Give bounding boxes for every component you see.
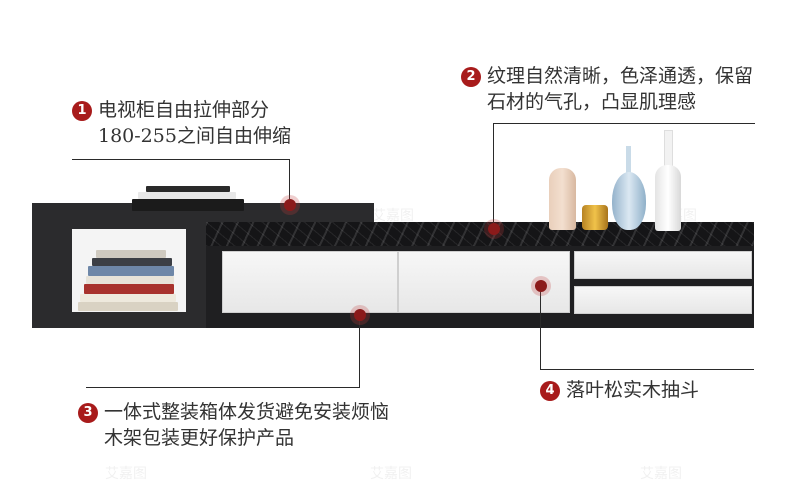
hotspot-pin: [354, 309, 366, 321]
book: [80, 294, 176, 302]
book: [92, 258, 172, 266]
left-frame-divider: [186, 229, 208, 313]
hotspot-pin: [535, 280, 547, 292]
leader-line: [289, 159, 290, 205]
watermark: 艾嘉图: [372, 208, 414, 224]
right-drawer-lower: [574, 286, 752, 314]
callout-number-badge: 2: [461, 67, 481, 87]
callout-number-badge: 4: [540, 381, 560, 401]
hotspot-pin: [488, 223, 500, 235]
watermark: 艾嘉图: [370, 466, 412, 482]
callout-1: 1 电视柜自由拉伸部分 180-255之间自由伸缩: [72, 97, 291, 149]
marble-top: [206, 222, 754, 246]
leader-line: [540, 287, 541, 369]
watermark: 艾嘉图: [105, 466, 147, 482]
callout-2: 2 纹理自然清晰，色泽通透，保留 石材的气孔，凸显肌理感: [461, 63, 753, 115]
leader-line: [72, 159, 290, 160]
leader-line: [86, 387, 360, 388]
blue-vase-body: [612, 172, 646, 230]
leader-line: [540, 369, 754, 370]
book: [78, 302, 178, 311]
book: [146, 186, 230, 192]
book: [86, 276, 174, 284]
white-vase-body: [655, 165, 681, 231]
leader-line: [359, 316, 360, 387]
leader-line: [493, 123, 755, 124]
right-base: [572, 314, 754, 328]
gold-cup: [582, 205, 608, 230]
callout-number-badge: 1: [72, 101, 92, 121]
callout-text: 电视柜自由拉伸部分: [98, 99, 270, 121]
watermark: 艾嘉图: [640, 466, 682, 482]
leader-line: [493, 123, 494, 229]
callout-text: 落叶松实木抽斗: [566, 379, 700, 401]
right-drawer-upper: [574, 251, 752, 279]
left-frame-side: [32, 229, 72, 327]
callout-4: 4 落叶松实木抽斗: [540, 377, 699, 403]
book: [96, 250, 166, 258]
sliding-panel-front: [222, 251, 398, 313]
callout-3: 3 一体式整装箱体发货避免安装烦恼 木架包装更好保护产品: [78, 399, 389, 451]
book: [138, 192, 236, 199]
beige-vase: [549, 168, 576, 230]
callout-text: 一体式整装箱体发货避免安装烦恼: [104, 401, 390, 423]
callout-text: 180-255之间自由伸缩: [98, 125, 291, 147]
callout-text: 石材的气孔，凸显肌理感: [487, 91, 697, 113]
callout-number-badge: 3: [78, 403, 98, 423]
callout-text: 纹理自然清晰，色泽通透，保留: [487, 65, 754, 87]
book: [84, 284, 174, 294]
book: [132, 199, 244, 211]
blue-vase-neck: [626, 146, 631, 178]
callout-text: 木架包装更好保护产品: [104, 427, 295, 449]
book: [88, 266, 174, 276]
hotspot-pin: [284, 199, 296, 211]
